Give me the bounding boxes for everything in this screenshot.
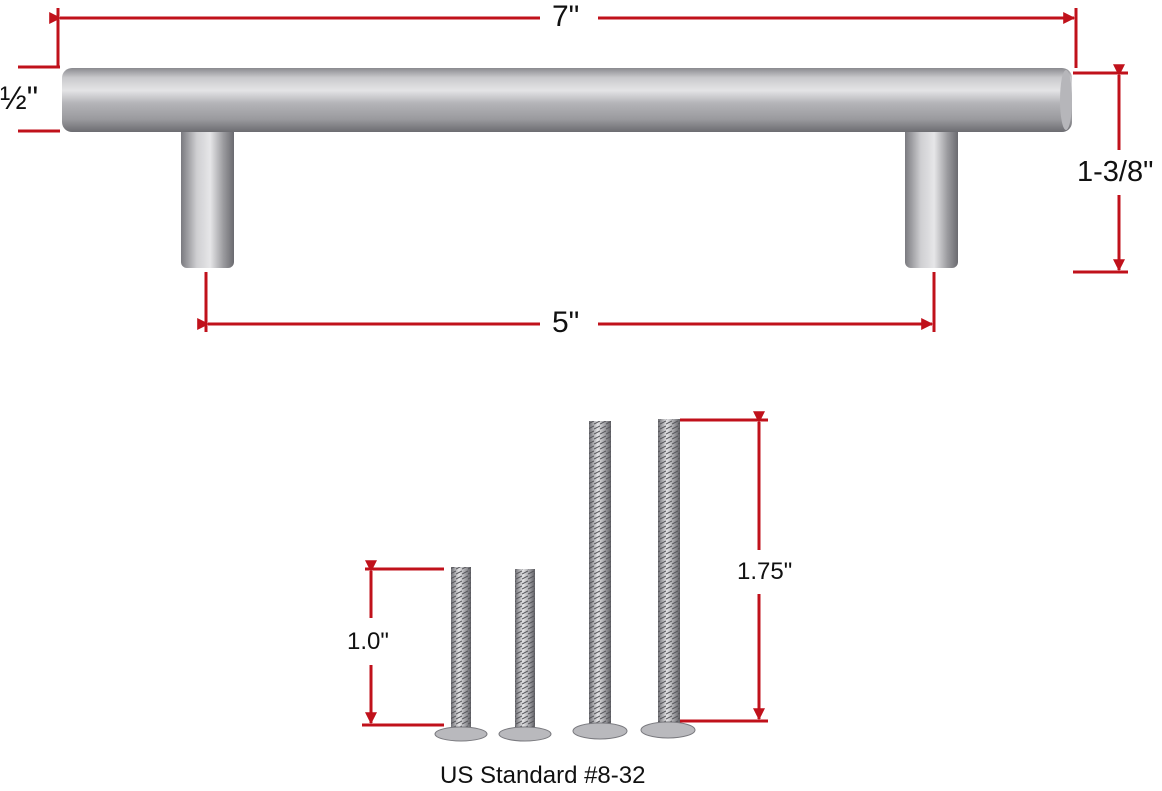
dimension-lines-screws bbox=[362, 411, 768, 727]
bar-pull-handle bbox=[62, 68, 1072, 268]
dimension-lines-handle bbox=[18, 8, 1128, 332]
handle-bar bbox=[62, 68, 1072, 132]
short-screw-length-label: 1.0" bbox=[345, 628, 391, 655]
hole-spacing-label: 5" bbox=[548, 308, 584, 338]
screw-long-2 bbox=[640, 419, 696, 739]
screw-short-1 bbox=[434, 567, 488, 742]
long-screw-length-label: 1.75" bbox=[735, 558, 795, 585]
handle-post-left bbox=[181, 118, 234, 268]
handle-post-right bbox=[905, 118, 958, 268]
bar-diameter-label: ½" bbox=[0, 80, 39, 116]
overall-length-label: 7" bbox=[548, 2, 584, 32]
screw-long-1 bbox=[572, 421, 628, 740]
screw-set bbox=[434, 419, 696, 742]
screw-standard-caption: US Standard #8-32 bbox=[440, 762, 646, 789]
projection-label: 1-3/8" bbox=[1075, 156, 1156, 188]
screw-short-2 bbox=[498, 569, 552, 742]
